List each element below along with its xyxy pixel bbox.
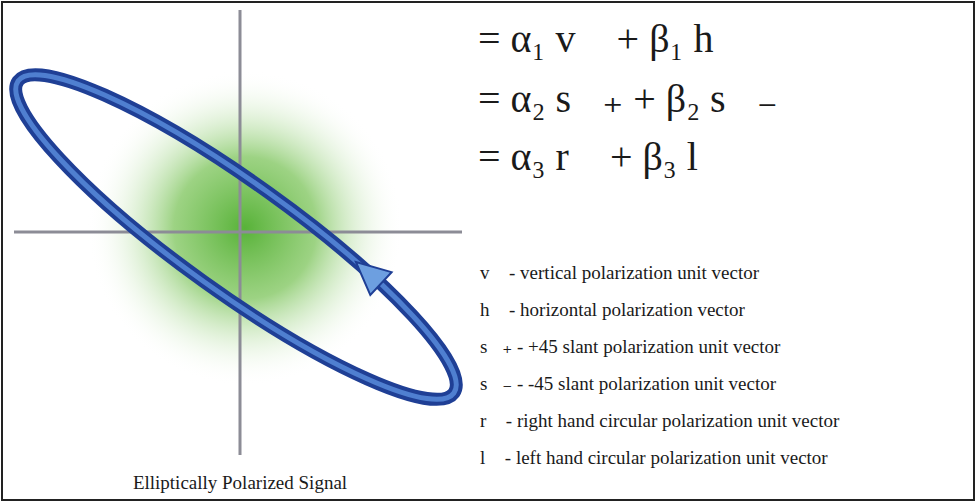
rotation-arrowhead — [345, 252, 392, 298]
ellipse-ribbon-highlight — [0, 36, 486, 437]
basis-equation: = α₂ s⃗₊ + β₂ s⃗₋ — [478, 76, 958, 122]
unit-vector-definition: l⃗ - left hand circular polarization uni… — [480, 447, 970, 469]
unit-vector-definition: h⃗ - horizontal polarization vector — [480, 299, 970, 321]
unit-vector-definition: v⃗ - vertical polarization unit vector — [480, 262, 970, 284]
polarization-ellipse — [0, 31, 490, 438]
basis-equation: = α₁ v⃗ + β₁ h⃗ — [478, 16, 958, 62]
basis-equation: = α₃ r⃗ + β₃ l⃗ — [478, 134, 958, 180]
figure-caption: Elliptically Polarized Signal — [40, 472, 440, 494]
unit-vector-definition: r⃗ - right hand circular polarization un… — [480, 410, 970, 432]
horizontal-axis — [14, 231, 462, 234]
ellipse-ribbon — [0, 36, 486, 437]
unit-vector-definition: s⃗₊ - +45 slant polarization unit vector — [480, 336, 970, 358]
unit-vector-definition: s⃗₋ - -45 slant polarization unit vector — [480, 373, 970, 395]
